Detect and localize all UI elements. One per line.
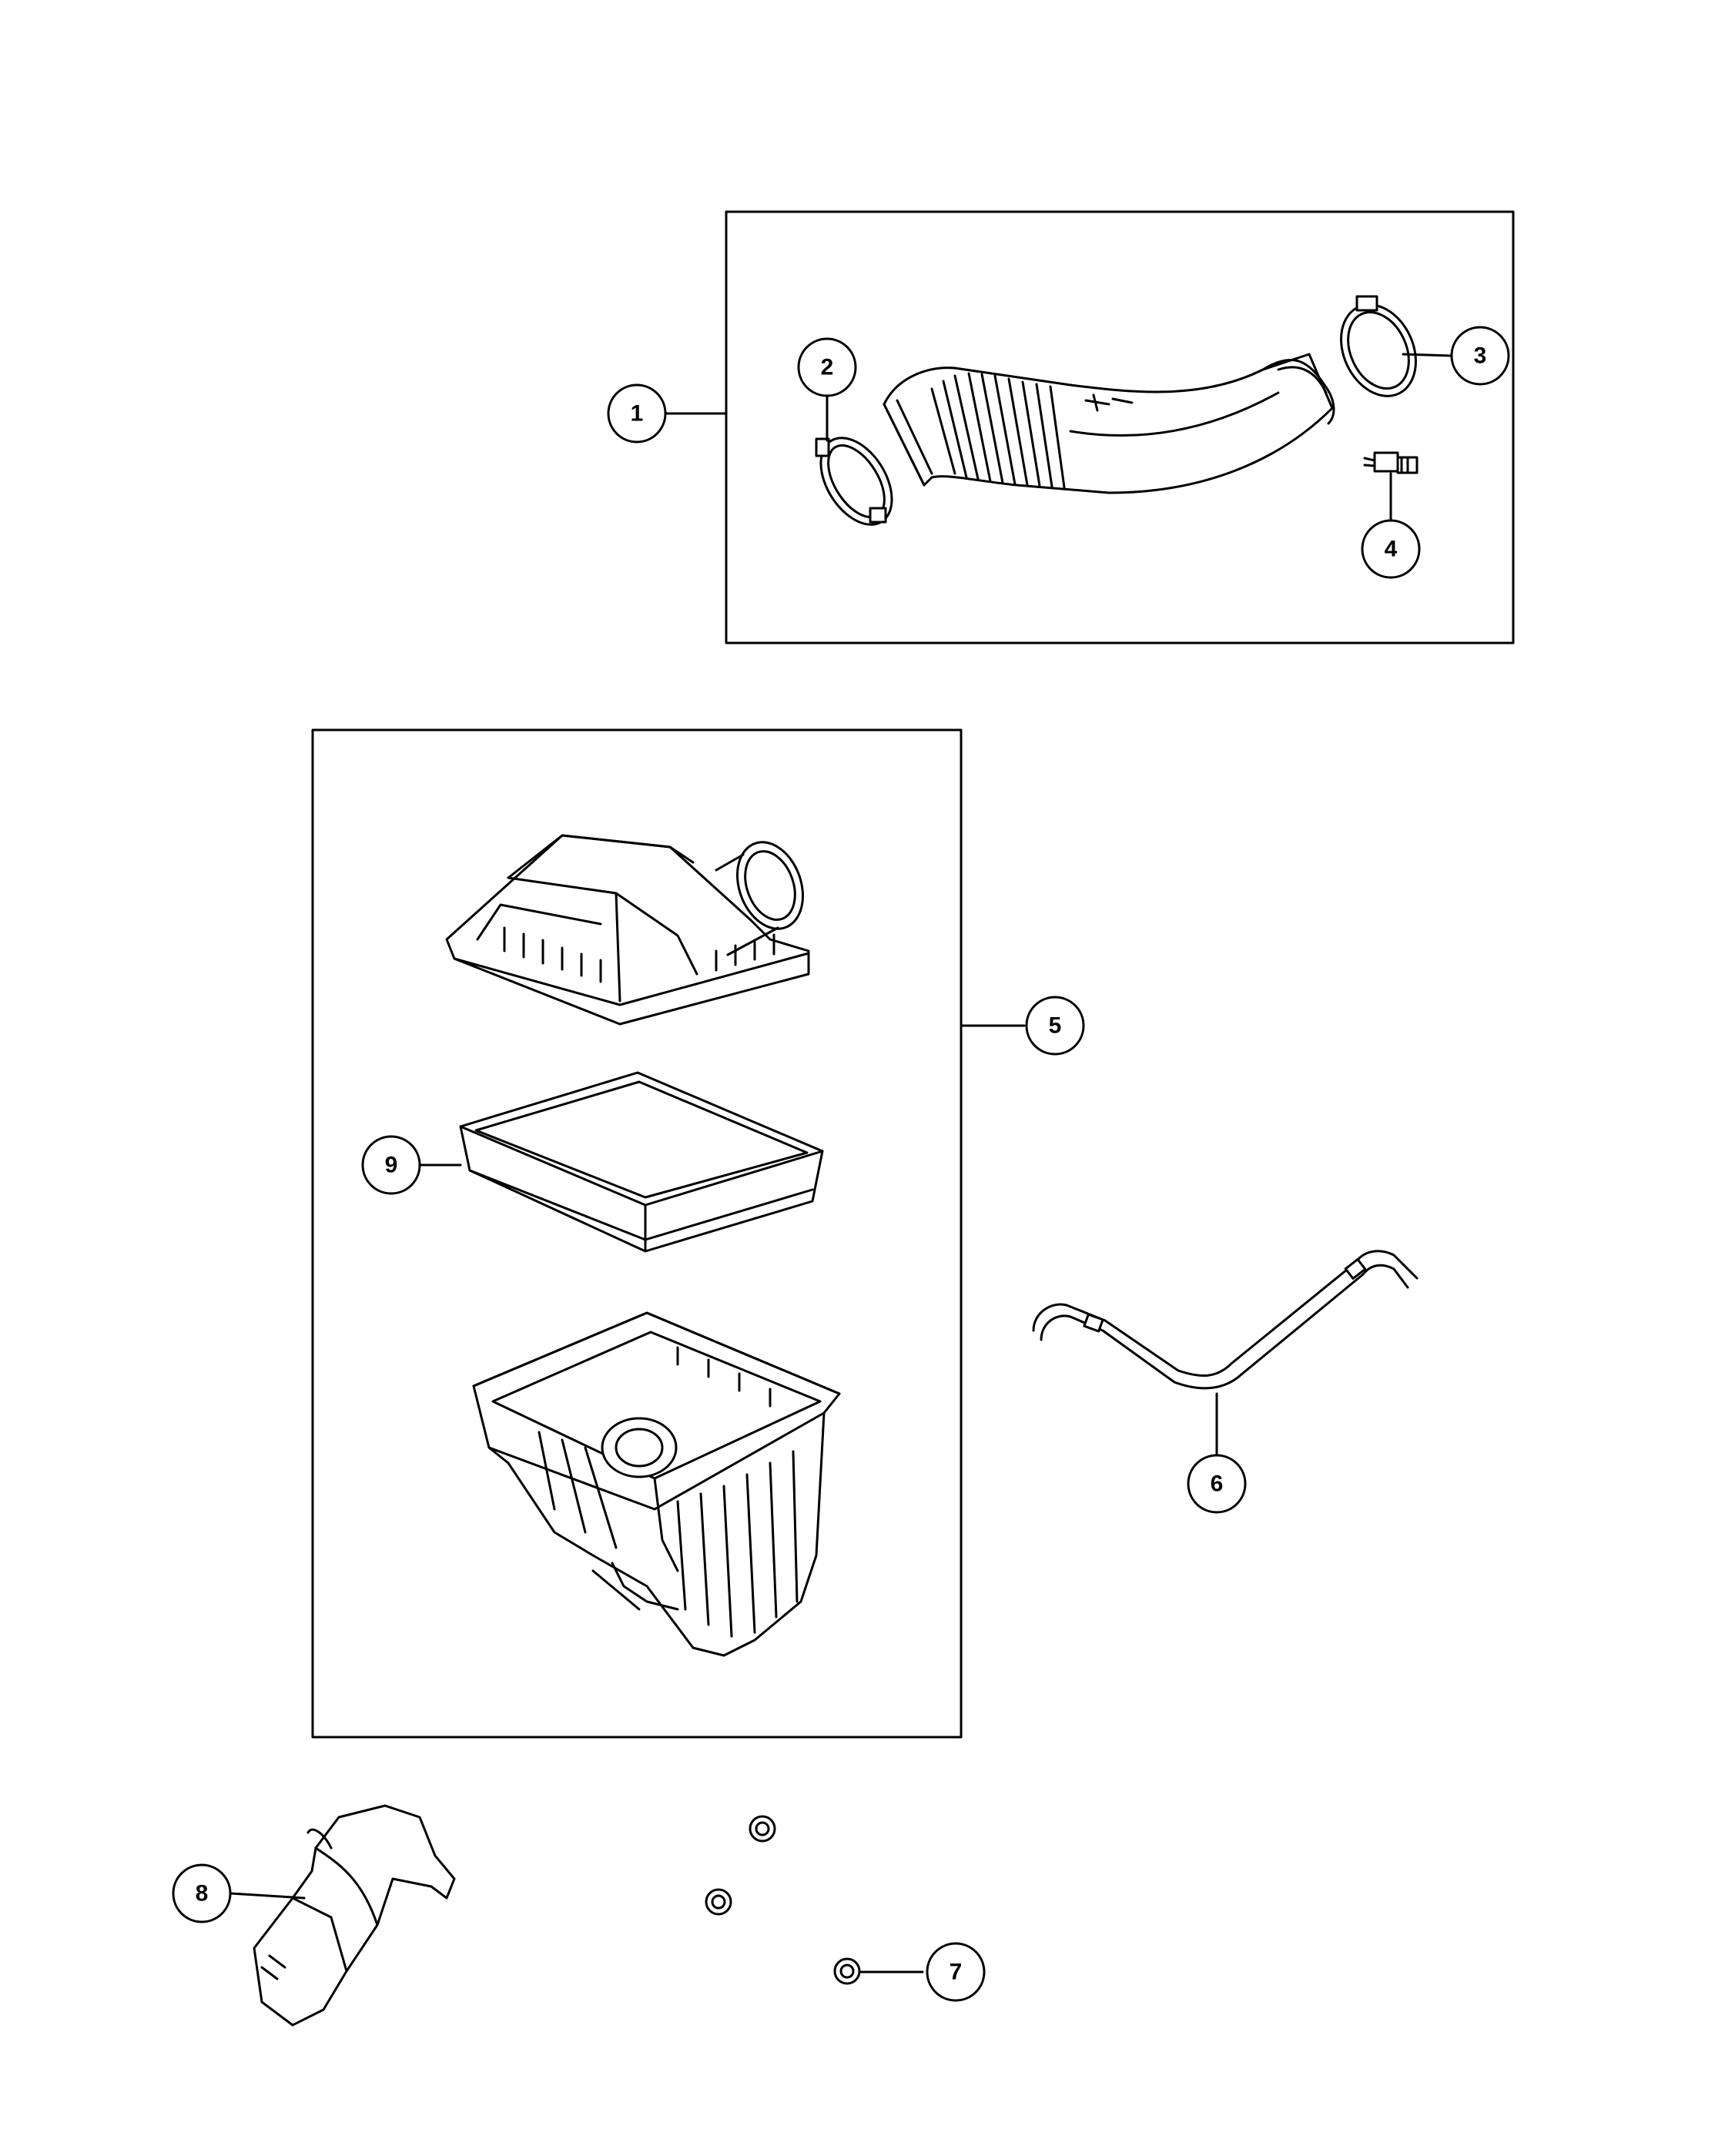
air-inlet-duct-drawing bbox=[883, 353, 1335, 494]
duct-kit-box bbox=[725, 210, 1515, 644]
callout-2: 2 bbox=[821, 355, 834, 380]
air-cleaner-base-drawing bbox=[472, 1311, 841, 1657]
callout-9: 9 bbox=[385, 1153, 398, 1178]
air-temperature-sensor-drawing bbox=[1363, 451, 1419, 474]
air-cleaner-box bbox=[311, 728, 963, 1739]
air-cleaner-lid-drawing bbox=[445, 834, 810, 1026]
callout-7: 7 bbox=[950, 1960, 963, 1985]
callout-6: 6 bbox=[1211, 1471, 1224, 1497]
breather-hose-drawing bbox=[1032, 1250, 1419, 1390]
callout-8: 8 bbox=[196, 1881, 209, 1907]
leader-lines bbox=[229, 353, 1453, 1974]
hose-clamp-small-drawing bbox=[815, 437, 893, 526]
hose-clamp-large-drawing bbox=[1340, 295, 1417, 397]
callout-5: 5 bbox=[1049, 1013, 1062, 1039]
callout-circles bbox=[172, 326, 1510, 2002]
callout-4: 4 bbox=[1385, 537, 1398, 562]
air-filter-element-drawing bbox=[459, 1071, 824, 1253]
callout-3: 3 bbox=[1474, 343, 1487, 369]
air-intake-resonator-drawing bbox=[253, 1804, 456, 2027]
callout-1: 1 bbox=[631, 401, 644, 427]
grommets-drawing bbox=[705, 1815, 861, 1985]
